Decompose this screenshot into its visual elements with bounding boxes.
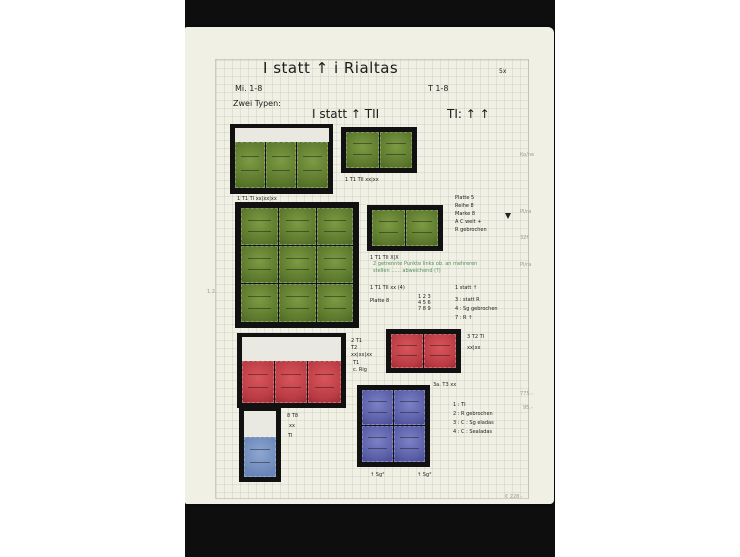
stamp <box>317 246 353 283</box>
annotation: xx|xx|xx <box>351 352 373 358</box>
pencil-mark: € 228.- <box>505 494 523 500</box>
pencil-mark: 775.- <box>520 391 533 397</box>
album-photo: I statt ↑ i Rialtas 5x Mi. 1-8 T 1-8 Zwe… <box>185 0 555 557</box>
annotation: 1 T1 TII X|X <box>370 255 399 261</box>
stamp <box>362 390 393 425</box>
annotation: 3a. T3 xx <box>433 382 457 388</box>
stamp <box>297 142 328 188</box>
stamp <box>279 284 316 322</box>
note: 4 : Sg gebrochen <box>455 306 498 312</box>
plattes-line: R gebrochen <box>455 227 487 233</box>
page-title: I statt ↑ i Rialtas <box>263 59 399 77</box>
stamp <box>279 246 316 283</box>
pointer: ↑ Sg° <box>370 472 385 478</box>
arrow-icon <box>505 213 511 219</box>
stamp <box>394 390 425 425</box>
mount-green-strip <box>230 124 333 194</box>
annotation: xx|xx <box>467 345 481 351</box>
annotation: 1 T1 TI xx|xx|xx <box>237 196 277 202</box>
pencil-mark: 32f <box>520 235 529 241</box>
note: 4 : C : Sealadas <box>453 429 493 435</box>
annotation: 1 T1 TII xx|xx <box>345 177 379 183</box>
grid-nums: 7 8 9 <box>418 306 431 312</box>
zwei-typen: Zwei Typen: <box>233 99 281 108</box>
stamp <box>266 142 296 188</box>
mount-green-block <box>235 202 359 328</box>
plattes-line: Platte 5 <box>455 195 475 201</box>
stamp <box>235 142 265 188</box>
annotation: xx <box>289 423 295 429</box>
corner-mark: 5x <box>499 68 507 75</box>
pencil-mark: 1.2. <box>207 289 217 295</box>
annotation: T2 <box>351 345 358 351</box>
annotation: c. Rig <box>353 367 367 373</box>
stamp <box>391 334 423 368</box>
stamp <box>317 284 353 322</box>
pencil-mark: 95.- <box>523 405 533 411</box>
pencil-mark: Pl/ra <box>520 209 532 215</box>
annotation: TI <box>288 433 293 439</box>
stamp <box>394 426 425 462</box>
annotation: 1 statt ↑ <box>455 285 478 291</box>
annotation: Platte 8 <box>370 298 390 304</box>
mount-green-pair <box>341 127 417 173</box>
stamp <box>241 208 278 245</box>
note: 7 : R ↑ <box>455 315 473 321</box>
mount-blue-single <box>239 407 281 482</box>
stamp <box>380 132 412 168</box>
stamp <box>244 437 276 477</box>
annotation: 1 T1 TII xx (4) <box>370 285 405 291</box>
stamp <box>424 334 456 368</box>
note: 3 : C : Sg eladas <box>453 420 494 426</box>
stamp <box>346 132 379 168</box>
stamp <box>308 361 341 403</box>
stamp <box>406 210 438 246</box>
annotation: 3 T2 TI <box>467 334 485 340</box>
pencil-mark: Ko/ne <box>520 152 535 158</box>
mount-red-strip <box>237 333 346 408</box>
stamp <box>242 361 274 403</box>
mount-green-pair-2 <box>367 205 443 251</box>
stamp <box>372 210 405 246</box>
plattes-line: Marke 8 <box>455 211 475 217</box>
stamp <box>241 246 278 283</box>
annotation: 8 T8 <box>287 413 299 419</box>
plattes-line: A C weit + <box>455 219 482 225</box>
green-note: stellen ...... abweichend (?) <box>373 268 441 274</box>
note: 3 : statt R <box>455 297 480 303</box>
pointer: ↑ Sg° <box>417 472 432 478</box>
stamp <box>241 284 278 322</box>
annotation: T1 <box>353 360 360 366</box>
stamp <box>279 208 316 245</box>
mount-red-pair <box>386 329 461 373</box>
green-note: 2 getrennte Punkte links ob. an mehreren <box>373 261 478 267</box>
stamp <box>317 208 353 245</box>
mi-range: Mi. 1-8 <box>235 84 263 93</box>
pencil-mark: Pl/ra <box>520 262 532 268</box>
type-main: I statt ↑ TII <box>312 107 380 121</box>
type-alt: TI: ↑ ↑ <box>447 107 490 121</box>
annotation: 2 T1 <box>351 338 363 344</box>
stamp <box>362 426 393 462</box>
mount-blue-block <box>357 385 430 467</box>
plattes-line: Reihe 8 <box>455 203 474 209</box>
grid-nums: 1 2 3 <box>418 294 431 300</box>
grid-nums: 4 5 6 <box>418 300 431 306</box>
note: 2 : R gebrochen <box>453 411 493 417</box>
stamp <box>275 361 307 403</box>
album-page: I statt ↑ i Rialtas 5x Mi. 1-8 T 1-8 Zwe… <box>185 27 554 504</box>
t-range: T 1-8 <box>428 84 449 93</box>
note: 1 : TI <box>453 402 466 408</box>
